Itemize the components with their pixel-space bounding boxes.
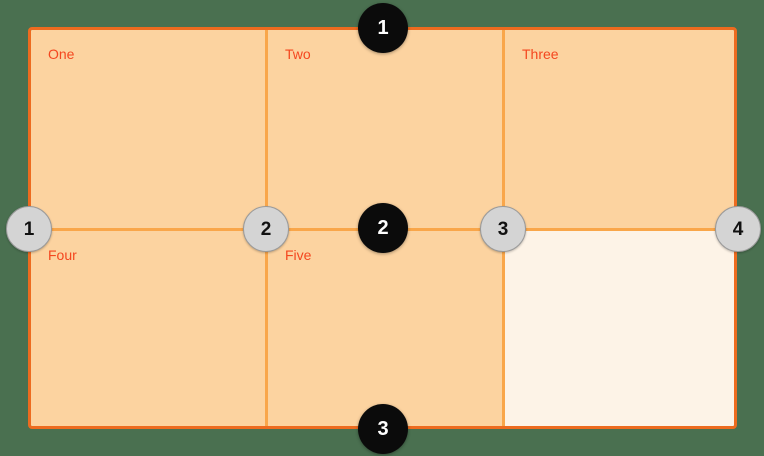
row-line-badge-label: 2 bbox=[377, 217, 389, 239]
grid-area-cell[interactable]: Five bbox=[268, 231, 505, 426]
grid-area-label: Five bbox=[285, 247, 312, 263]
grid-area-cell[interactable]: Four bbox=[31, 231, 268, 426]
grid-area-label: Three bbox=[522, 46, 559, 62]
column-line-badge-label: 4 bbox=[732, 218, 744, 240]
row-line-badge-1[interactable]: 1 bbox=[358, 3, 408, 53]
column-line-badge-3[interactable]: 3 bbox=[480, 206, 526, 252]
column-line-badge-4[interactable]: 4 bbox=[715, 206, 761, 252]
row-line-badge-2[interactable]: 2 bbox=[358, 203, 408, 253]
grid-area-label: One bbox=[48, 46, 75, 62]
column-line-badge-2[interactable]: 2 bbox=[243, 206, 289, 252]
grid-container: One Two Three Four Five bbox=[28, 27, 737, 429]
column-line-badge-1[interactable]: 1 bbox=[6, 206, 52, 252]
grid-area-label: Two bbox=[285, 46, 311, 62]
grid-area-cell[interactable]: Two bbox=[268, 30, 505, 231]
grid-area-cell-empty[interactable] bbox=[505, 231, 734, 426]
row-line-badge-3[interactable]: 3 bbox=[358, 404, 408, 454]
row-line-badge-label: 1 bbox=[377, 17, 389, 39]
row-line-badge-label: 3 bbox=[377, 418, 389, 440]
grid-area-label: Four bbox=[48, 247, 77, 263]
column-line-badge-label: 2 bbox=[260, 218, 272, 240]
column-line-badge-label: 3 bbox=[497, 218, 509, 240]
grid-area-cell[interactable]: Three bbox=[505, 30, 734, 231]
column-line-badge-label: 1 bbox=[23, 218, 35, 240]
grid-area-cell[interactable]: One bbox=[31, 30, 268, 231]
